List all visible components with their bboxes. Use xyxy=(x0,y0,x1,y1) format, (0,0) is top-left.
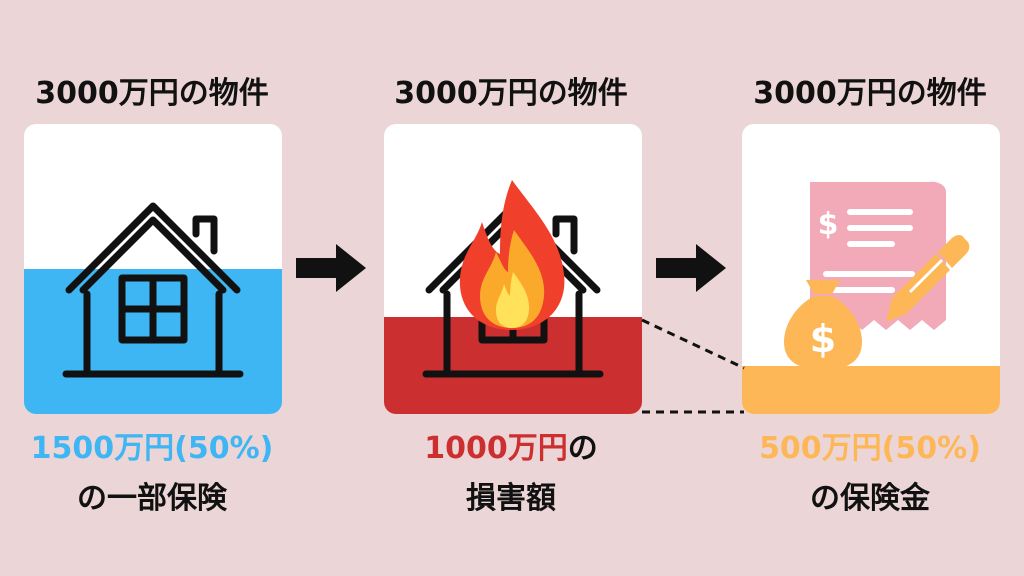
arrow-right-icon xyxy=(656,244,726,292)
money-bag-icon: $ xyxy=(784,280,862,370)
svg-text:$: $ xyxy=(810,317,836,361)
panel-1-caption: 1500万円(50%) の一部保険 xyxy=(2,424,302,524)
panel-1-title: 3000万円の物件 xyxy=(35,76,269,111)
payout-label: の保険金 xyxy=(810,481,930,516)
panel-2-card xyxy=(384,124,642,414)
payout-portion-fill xyxy=(742,366,1000,414)
pen-icon xyxy=(886,235,970,322)
panel-3-card: $ $ xyxy=(742,124,1000,414)
burning-house-icon xyxy=(422,180,604,378)
fire-icon xyxy=(459,180,565,330)
damage-label: 損害額 xyxy=(466,481,556,516)
panel-2-caption: 1000万円の 損害額 xyxy=(361,424,661,524)
panel-2-title: 3000万円の物件 xyxy=(394,76,628,111)
partial-insurance-label: の一部保険 xyxy=(77,481,227,516)
arrow-right-icon xyxy=(296,244,366,292)
damage-amount-label: 1000万円 xyxy=(424,431,568,466)
payout-amount-label: 500万円(50%) xyxy=(759,431,981,466)
panel-1-card xyxy=(24,124,282,414)
insured-amount-label: 1500万円(50%) xyxy=(30,431,274,466)
damage-particle-label: の xyxy=(567,431,598,466)
panel-3-title: 3000万円の物件 xyxy=(753,76,987,111)
house-icon xyxy=(62,202,244,378)
svg-text:$: $ xyxy=(818,207,839,242)
insurance-claim-icon: $ $ xyxy=(784,181,970,370)
panel-3-caption: 500万円(50%) の保険金 xyxy=(720,424,1020,524)
